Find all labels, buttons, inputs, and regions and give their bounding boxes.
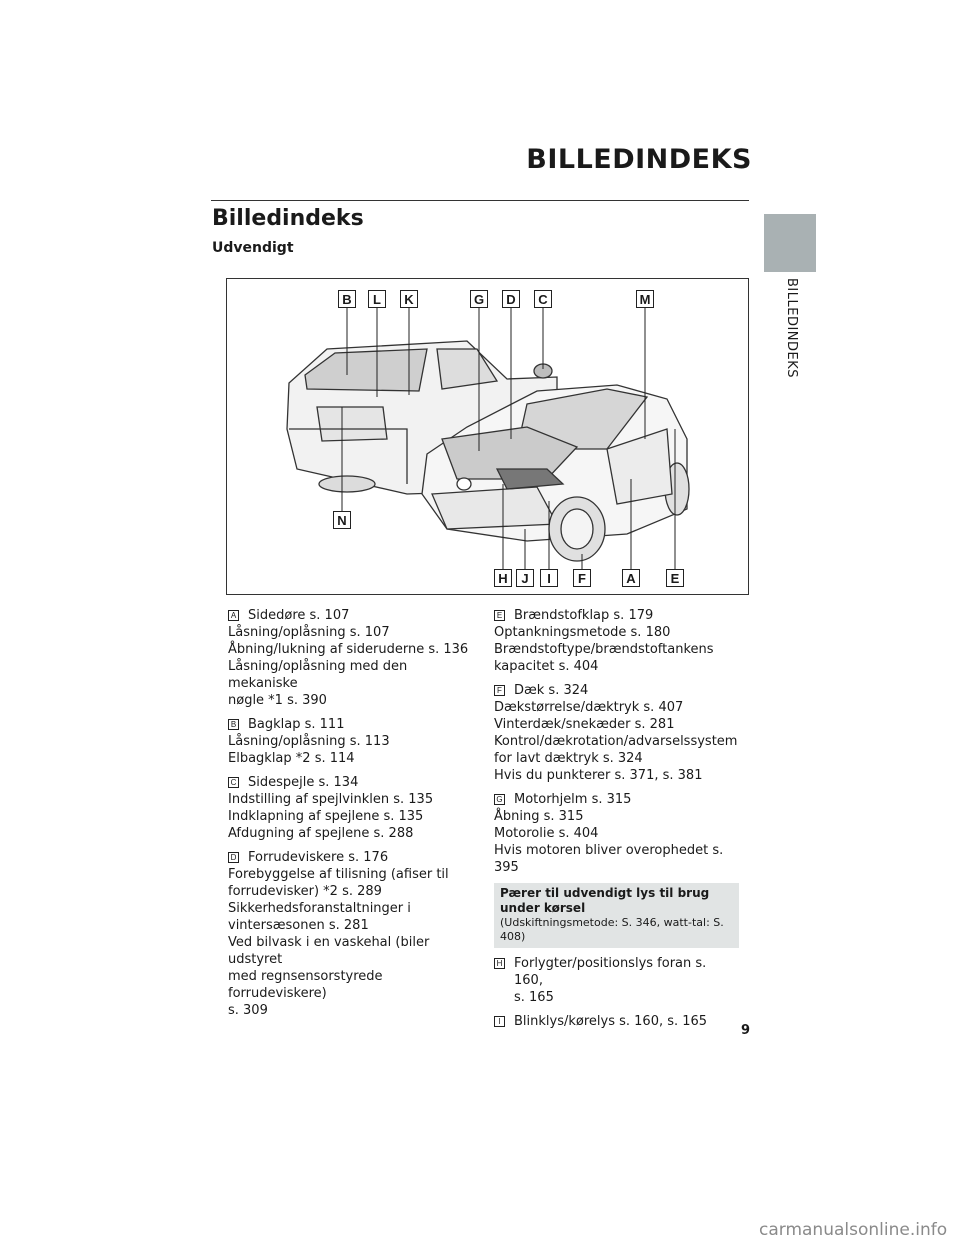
entry-text: Ved bilvask i en vaskehal (biler udstyre…: [228, 935, 430, 967]
letter-badge-g: G: [494, 794, 505, 805]
chapter-side-label: BILLEDINDEKS: [784, 278, 799, 379]
entry-link[interactable]: Hvis motoren bliver overophedet s. 395: [494, 843, 724, 875]
figure-label-l: L: [368, 290, 386, 308]
entry-link[interactable]: Sidedøre s. 107: [248, 608, 350, 623]
figure-label-d: D: [502, 290, 520, 308]
entry-link[interactable]: s. 165: [514, 990, 554, 1005]
figure-label-a: A: [622, 569, 640, 587]
exterior-lights-note: Pærer til udvendigt lys til brug under k…: [494, 883, 739, 948]
note-title: Pærer til udvendigt lys til brug under k…: [500, 886, 710, 915]
section-title: Billedindeks: [212, 206, 364, 231]
entry-link[interactable]: Hvis du punkterer s. 371, s. 381: [494, 768, 703, 783]
letter-badge-a: A: [228, 610, 239, 621]
entry-i: I Blinklys/kørelys s. 160, s. 165: [494, 1013, 739, 1030]
note-text: (Udskiftningsmetode: S. 346, watt-tal: S…: [500, 916, 724, 943]
entry-link[interactable]: Sidespejle s. 134: [248, 775, 359, 790]
letter-badge-e: E: [494, 610, 505, 621]
entry-link[interactable]: Indklapning af spejlene s. 135: [228, 809, 424, 824]
letter-badge-f: F: [494, 685, 505, 696]
entry-link[interactable]: Motorhjelm s. 315: [514, 792, 632, 807]
header-divider: [211, 200, 749, 201]
figure-label-b: B: [338, 290, 356, 308]
vehicle-exterior-figure: B L K G D C M N H J I F A E: [226, 278, 749, 595]
entry-text: Låsning/oplåsning med den mekaniske: [228, 659, 408, 691]
entry-c: C Sidespejle s. 134 Indstilling af spejlv…: [228, 774, 473, 842]
entry-link[interactable]: Bagklap s. 111: [248, 717, 345, 732]
letter-badge-i: I: [494, 1016, 505, 1027]
entry-link[interactable]: Låsning/oplåsning s. 113: [228, 734, 390, 749]
chapter-tab: [764, 214, 816, 272]
figure-label-h: H: [494, 569, 512, 587]
section-subtitle: Udvendigt: [212, 240, 294, 256]
entry-text: Sikkerhedsforanstaltninger i: [228, 901, 411, 916]
entry-link[interactable]: Blinklys/kørelys s. 160, s. 165: [514, 1014, 708, 1029]
entry-link[interactable]: Åbning s. 315: [494, 809, 584, 824]
watermark-text: carmanualsonline.info: [759, 1220, 948, 1240]
figure-label-i: I: [540, 569, 558, 587]
entry-link[interactable]: Indstilling af spejlvinklen s. 135: [228, 792, 434, 807]
letter-badge-d: D: [228, 852, 239, 863]
entry-e: E Brændstofklap s. 179 Optankningsmetode …: [494, 607, 739, 675]
entry-link[interactable]: Dækstørrelse/dæktryk s. 407: [494, 700, 684, 715]
entry-b: B Bagklap s. 111 Låsning/oplåsning s. 113…: [228, 716, 473, 767]
entry-link[interactable]: for lavt dæktryk s. 324: [494, 751, 643, 766]
entry-h: H Forlygter/positionslys foran s. 160, s.…: [494, 955, 739, 1006]
entry-link[interactable]: Vinterdæk/snekæder s. 281: [494, 717, 675, 732]
entry-link[interactable]: Forrudeviskere s. 176: [248, 850, 389, 865]
entry-g: G Motorhjelm s. 315 Åbning s. 315 Motorol…: [494, 791, 739, 876]
figure-label-g: G: [470, 290, 488, 308]
page-number: 9: [741, 1023, 751, 1038]
entry-link[interactable]: s. 309: [228, 1003, 268, 1018]
figure-label-n: N: [333, 511, 351, 529]
figure-label-e: E: [666, 569, 684, 587]
entry-text: Forebyggelse af tilisning (afiser til: [228, 867, 449, 882]
figure-label-k: K: [400, 290, 418, 308]
letter-badge-c: C: [228, 777, 239, 788]
entry-text: Kontrol/dækrotation/advarselssystem: [494, 734, 738, 749]
entry-link[interactable]: vintersæsonen s. 281: [228, 918, 369, 933]
figure-label-m: M: [636, 290, 654, 308]
entry-text: Brændstoftype/brændstoftankens: [494, 642, 714, 657]
entry-a: A Sidedøre s. 107 Låsning/oplåsning s. 10…: [228, 607, 473, 709]
entry-link[interactable]: Afdugning af spejlene s. 288: [228, 826, 414, 841]
index-left-column: A Sidedøre s. 107 Låsning/oplåsning s. 10…: [228, 607, 473, 1026]
entry-link[interactable]: Elbagklap *2 s. 114: [228, 751, 355, 766]
entry-link[interactable]: Motorolie s. 404: [494, 826, 599, 841]
entry-link[interactable]: Optankningsmetode s. 180: [494, 625, 671, 640]
entry-link[interactable]: Låsning/oplåsning s. 107: [228, 625, 390, 640]
entry-link[interactable]: Forlygter/positionslys foran s. 160,: [514, 956, 707, 988]
entry-link[interactable]: nøgle *1 s. 390: [228, 693, 327, 708]
letter-badge-b: B: [228, 719, 239, 730]
figure-label-f: F: [573, 569, 591, 587]
letter-badge-h: H: [494, 958, 505, 969]
entry-link[interactable]: Åbning/lukning af sideruderne s. 136: [228, 642, 469, 657]
entry-text: med regnsensorstyrede forrudeviskere): [228, 969, 383, 1001]
entry-d: D Forrudeviskere s. 176 Forebyggelse af t…: [228, 849, 473, 1019]
entry-link[interactable]: Dæk s. 324: [514, 683, 589, 698]
entry-link[interactable]: Brændstofklap s. 179: [514, 608, 654, 623]
entry-link[interactable]: forrudevisker) *2 s. 289: [228, 884, 382, 899]
entry-link[interactable]: kapacitet s. 404: [494, 659, 599, 674]
figure-label-j: J: [516, 569, 534, 587]
running-header-title: BILLEDINDEKS: [526, 144, 752, 175]
vehicle-illustration: [286, 308, 690, 571]
index-right-column: E Brændstofklap s. 179 Optankningsmetode …: [494, 607, 739, 1037]
figure-label-c: C: [534, 290, 552, 308]
